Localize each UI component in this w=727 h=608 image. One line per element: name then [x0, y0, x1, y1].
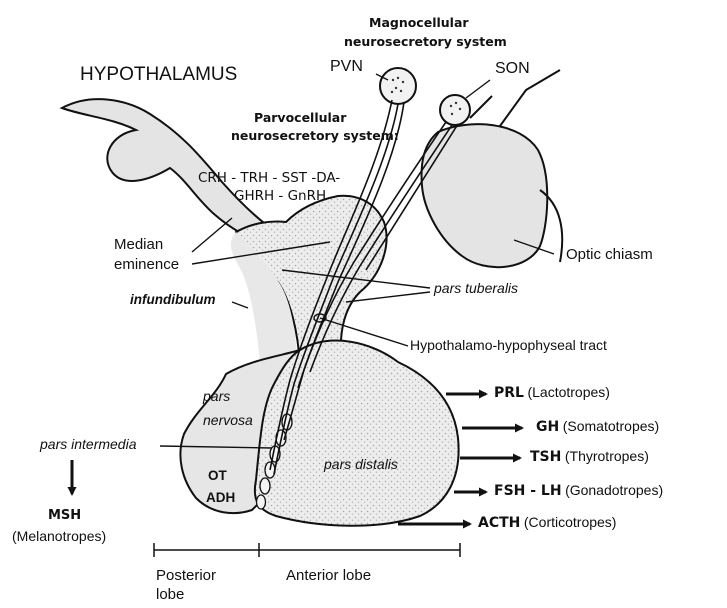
output-cells: (Lactotropes) — [527, 384, 609, 400]
output-hormone: PRL — [494, 385, 524, 401]
pars-label: pars — [203, 388, 230, 404]
nervosa-label: nervosa — [203, 412, 253, 428]
lobe-scale-bar — [154, 543, 460, 557]
optic-chiasm-label: Optic chiasm — [566, 246, 653, 263]
adh-label: ADH — [206, 490, 235, 505]
output-fsh-lh: FSH - LH (Gonadotropes) — [494, 482, 663, 500]
lobe-label: lobe — [156, 586, 184, 603]
son-nucleus — [440, 95, 470, 125]
hormones-line2: GHRH - GnRH — [234, 188, 326, 204]
magnocellular-label: Magnocellular — [369, 15, 469, 30]
output-hormone: ACTH — [478, 515, 520, 531]
hormones-line1: CRH - TRH - SST -DA- — [198, 170, 340, 186]
anterior-lobe-label: Anterior lobe — [286, 567, 371, 584]
output-acth: ACTH (Corticotropes) — [478, 514, 616, 532]
pars-intermedia-label: pars intermedia — [40, 436, 137, 452]
output-cells: (Gonadotropes) — [565, 482, 663, 498]
output-cells: (Thyrotropes) — [565, 448, 649, 464]
output-tsh: TSH (Thyrotropes) — [530, 448, 649, 466]
pvn-label: PVN — [330, 58, 363, 76]
magnocellular-system-label: neurosecretory system — [344, 34, 507, 49]
infundibulum-label: infundibulum — [130, 292, 215, 307]
ot-label: OT — [208, 468, 227, 483]
pars-distalis-label: pars distalis — [324, 456, 398, 472]
parvocellular-label: Parvocellular — [254, 110, 346, 125]
hh-tract-label: Hypothalamo-hypophyseal tract — [410, 337, 607, 353]
hypothalamus-label: HYPOTHALAMUS — [80, 64, 237, 86]
msh-label: MSH — [48, 508, 81, 523]
parvocellular-system-label: neurosecretory system: — [231, 128, 399, 143]
eminence-label: eminence — [114, 256, 179, 273]
output-cells: (Somatotropes) — [563, 418, 659, 434]
output-hormone: TSH — [530, 449, 561, 465]
output-prl: PRL (Lactotropes) — [494, 384, 610, 402]
posterior-label: Posterior — [156, 567, 216, 584]
melanotropes-label: (Melanotropes) — [12, 528, 106, 544]
son-label: SON — [495, 60, 530, 78]
output-cells: (Corticotropes) — [524, 514, 617, 530]
output-hormone: FSH - LH — [494, 483, 562, 499]
pvn-nucleus — [380, 68, 416, 104]
pars-tuberalis-label: pars tuberalis — [434, 280, 518, 296]
median-label: Median — [114, 236, 163, 253]
output-hormone: GH — [536, 419, 559, 435]
output-gh: GH (Somatotropes) — [536, 418, 659, 436]
